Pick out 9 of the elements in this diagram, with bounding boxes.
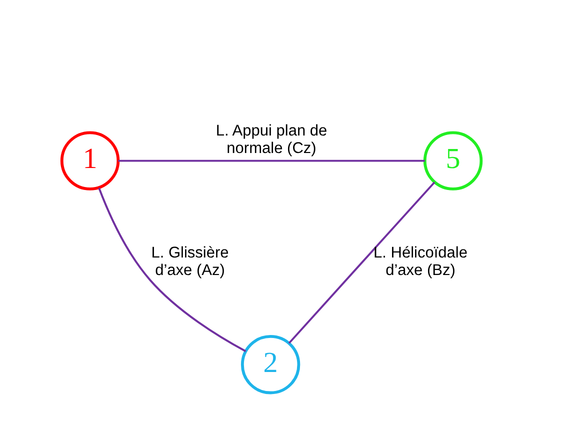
node-circle: 1 — [60, 131, 120, 190]
node-circle: 5 — [422, 131, 482, 190]
edge-label: L. Hélicoïdale d’axe (Bz) — [373, 244, 468, 280]
edge-label: L. Appui plan de normale (Cz) — [215, 122, 327, 157]
connector — [98, 188, 246, 352]
connector — [118, 160, 424, 162]
connector — [288, 182, 435, 344]
node-circle: 2 — [240, 335, 300, 394]
edge-label: L. Glissière d’axe (Az) — [150, 244, 228, 280]
